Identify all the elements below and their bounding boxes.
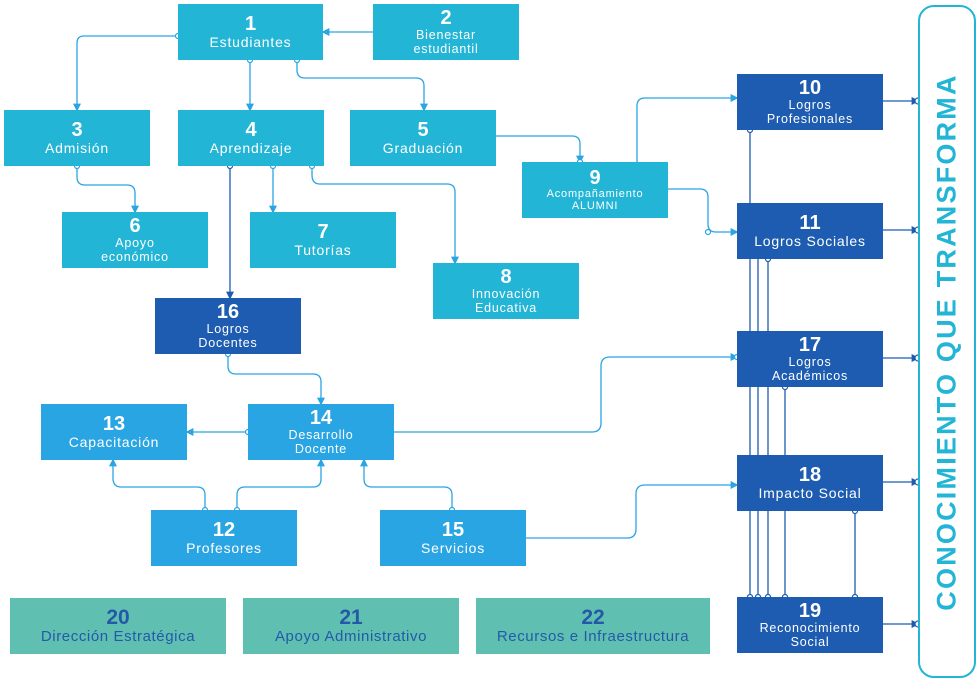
node-label: Logros Docentes — [198, 322, 258, 350]
node-label: Desarrollo Docente — [288, 428, 354, 456]
node-label: Logros Sociales — [754, 233, 866, 250]
node-capacitacion: 13 Capacitación — [41, 404, 187, 460]
node-servicios: 15 Servicios — [380, 510, 526, 566]
edge-16-14 — [227, 354, 325, 406]
node-number: 7 — [317, 221, 329, 244]
node-tutorias: 7 Tutorías — [250, 212, 396, 268]
node-number: 16 — [216, 301, 240, 324]
node-number: 4 — [245, 119, 257, 142]
node-label: Aprendizaje — [209, 140, 293, 157]
node-number: 14 — [309, 407, 333, 430]
edge-14-17 — [394, 353, 739, 433]
edge-9-10 — [636, 94, 739, 162]
node-label: Graduación — [382, 140, 464, 157]
node-label: Reconocimiento Social — [759, 621, 861, 649]
node-label: Recursos e Infraestructura — [496, 628, 690, 646]
node-direccion-estrategica: 20 Dirección Estratégica — [10, 598, 226, 654]
side-banner-text: CONOCIMIENTO QUE TRANSFORMA — [931, 72, 962, 611]
node-logros-docentes: 16 Logros Docentes — [155, 298, 301, 354]
edge-1-5 — [296, 60, 428, 112]
node-label: Apoyo económico — [101, 236, 169, 264]
node-number: 18 — [798, 464, 822, 487]
node-number: 20 — [106, 606, 130, 630]
edge-12-14 — [236, 458, 325, 510]
edge-15-18 — [526, 481, 739, 539]
node-label: Admisión — [45, 140, 109, 157]
node-label: Tutorías — [294, 242, 352, 259]
node-number: 22 — [581, 606, 605, 630]
node-impacto-social: 18 Impacto Social — [737, 455, 883, 511]
node-logros-profesionales: 10 Logros Profesionales — [737, 74, 883, 130]
node-aprendizaje: 4 Aprendizaje — [178, 110, 324, 166]
node-number: 17 — [798, 334, 822, 357]
node-acompanamiento-alumni: 9 Acompañamiento ALUMNI — [522, 162, 668, 218]
edge-13-12 — [109, 458, 206, 510]
node-label: Impacto Social — [758, 485, 862, 502]
node-number: 6 — [129, 215, 141, 238]
node-number: 8 — [500, 266, 512, 289]
node-apoyo-administrativo: 21 Apoyo Administrativo — [243, 598, 459, 654]
node-label: Logros Profesionales — [766, 98, 854, 126]
node-number: 2 — [440, 7, 452, 30]
node-label: Profesores — [186, 540, 262, 557]
node-desarrollo-docente: 14 Desarrollo Docente — [248, 404, 394, 460]
node-number: 19 — [798, 600, 822, 623]
node-logros-academicos: 17 Logros Académicos — [737, 331, 883, 387]
node-graduacion: 5 Graduación — [350, 110, 496, 166]
node-apoyo-economico: 6 Apoyo económico — [62, 212, 208, 268]
node-number: 9 — [589, 166, 601, 189]
node-number: 11 — [799, 212, 821, 235]
edge-5-9 — [496, 135, 584, 164]
node-recursos-infraestructura: 22 Recursos e Infraestructura — [476, 598, 710, 654]
node-profesores: 12 Profesores — [151, 510, 297, 566]
node-label: Servicios — [421, 540, 485, 557]
node-bienestar-estudiantil: 2 Bienestar estudiantil — [373, 4, 519, 60]
side-banner: CONOCIMIENTO QUE TRANSFORMA — [918, 5, 976, 678]
edge-1-3 — [73, 35, 178, 112]
node-label: Capacitación — [68, 434, 160, 451]
node-number: 21 — [339, 606, 363, 630]
node-label: Logros Académicos — [771, 355, 849, 383]
node-label: Dirección Estratégica — [40, 628, 196, 646]
edge-15-14 — [360, 458, 453, 510]
node-reconocimiento-social: 19 Reconocimiento Social — [737, 597, 883, 653]
node-label: Innovación Educativa — [471, 287, 541, 315]
node-logros-sociales: 11 Logros Sociales — [737, 203, 883, 259]
node-number: 5 — [417, 119, 429, 142]
node-admision: 3 Admisión — [4, 110, 150, 166]
node-number: 3 — [71, 119, 83, 142]
node-number: 15 — [441, 519, 465, 542]
edge-4-8 — [311, 166, 459, 265]
node-label: Acompañamiento ALUMNI — [546, 187, 644, 212]
node-innovacion-educativa: 8 Innovación Educativa — [433, 263, 579, 319]
node-label: Estudiantes — [209, 34, 292, 51]
node-estudiantes: 1 Estudiantes — [178, 4, 323, 60]
node-label: Apoyo Administrativo — [274, 628, 428, 646]
edge-3-6 — [76, 166, 139, 214]
node-label: Bienestar estudiantil — [413, 28, 479, 56]
node-number: 1 — [244, 13, 257, 36]
node-number: 12 — [212, 519, 236, 542]
node-number: 13 — [102, 413, 126, 436]
node-number: 10 — [798, 77, 822, 100]
edge-9-11 — [668, 188, 739, 236]
